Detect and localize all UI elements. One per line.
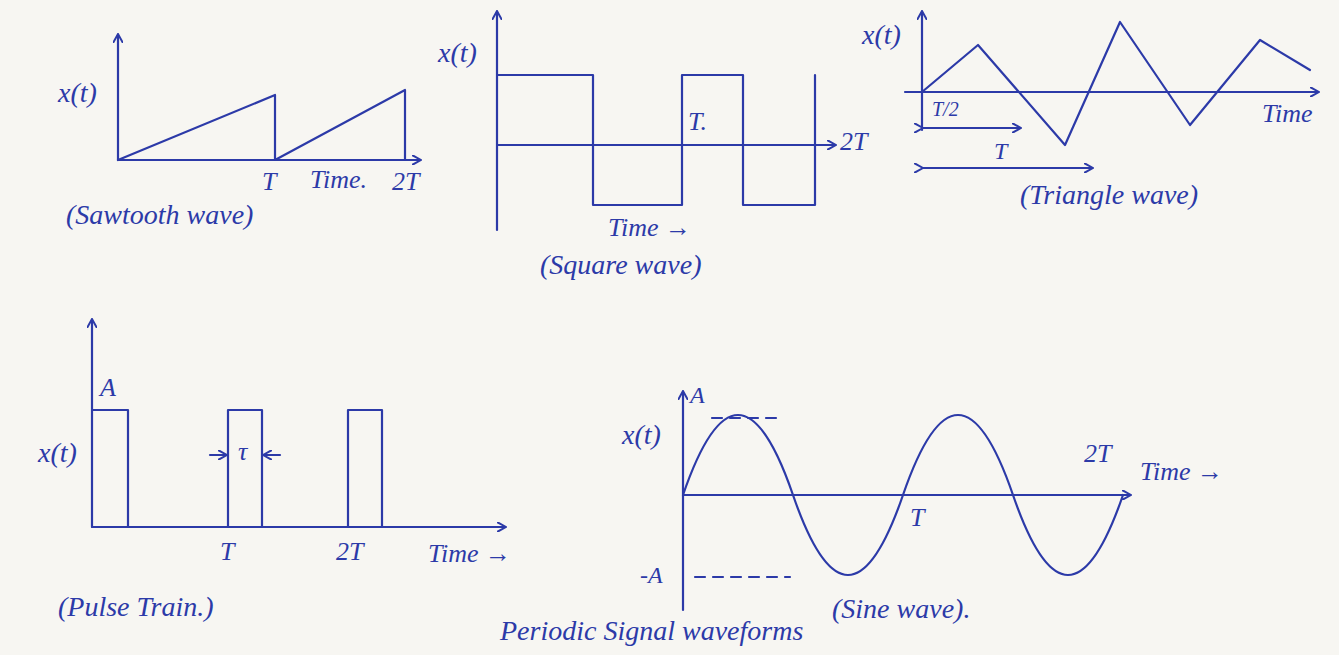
amplitude-label: A [100, 374, 116, 403]
pulse-width-label: τ [238, 438, 247, 467]
waveform-caption: (Square wave) [540, 250, 701, 281]
tick-label: T. [688, 108, 707, 137]
axis-label: x(t) [622, 420, 661, 451]
axis-label: x(t) [438, 38, 477, 69]
pulse-train [92, 320, 505, 527]
tick-label: T [910, 504, 924, 533]
triangle-wave [905, 12, 1318, 168]
tick-label: T [220, 538, 234, 567]
waveform-caption: (Sine wave). [832, 594, 970, 625]
tick-label: T/2 [932, 98, 959, 120]
axis-label: Time → [608, 214, 691, 243]
axis-label: Time → [1140, 458, 1223, 487]
axis-label: Time. [310, 166, 367, 195]
tick-label: T [262, 168, 276, 197]
axis-label: x(t) [862, 20, 901, 51]
waveform-caption: (Sawtooth wave) [66, 200, 253, 231]
waveform-caption: (Pulse Train.) [58, 592, 214, 623]
tick-label: 2T [336, 538, 363, 567]
tick-label: 2T [840, 128, 867, 157]
axis-label: Time [1262, 100, 1313, 129]
tick-label: 2T [392, 168, 419, 197]
square-wave [497, 12, 835, 230]
axis-label: x(t) [38, 438, 77, 469]
tick-label: T [994, 138, 1007, 164]
axis-label: x(t) [58, 78, 97, 109]
waveform-caption: (Triangle wave) [1020, 180, 1198, 211]
sawtooth-wave [118, 35, 420, 160]
axis-label: Time → [428, 540, 511, 569]
figure-caption: Periodic Signal waveforms [500, 616, 803, 647]
amplitude-label: A [690, 382, 705, 408]
tick-label: 2T [1084, 440, 1111, 469]
amplitude-label: -A [640, 562, 663, 588]
sine-wave [683, 392, 1130, 610]
